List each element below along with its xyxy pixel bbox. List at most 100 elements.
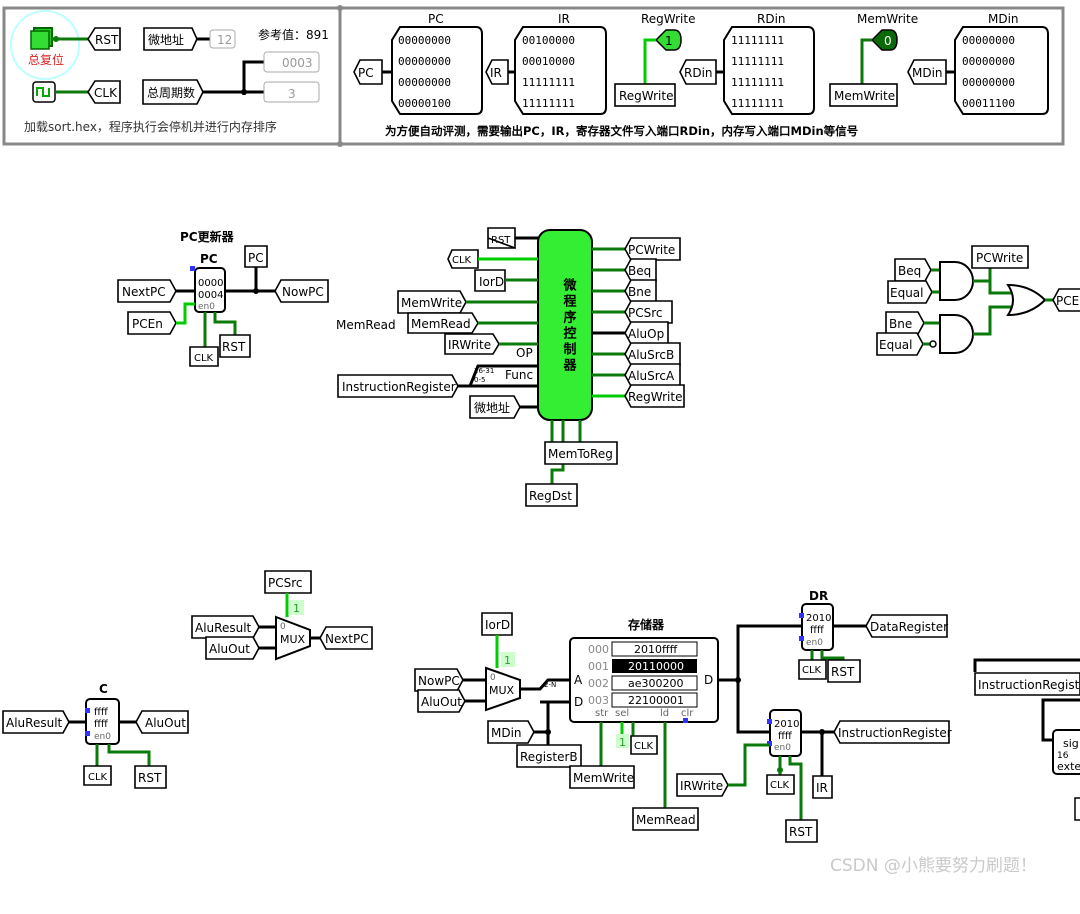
cycle-dec-value: 3 [288,87,296,101]
svg-text:RST: RST [491,235,511,246]
svg-text:00100000: 00100000 [522,34,575,47]
ctrl-rst-tag: RST [487,227,516,250]
nowpc-tag-mem: NowPC [414,668,464,692]
svg-text:001: 001 [588,660,609,673]
iord-tag-mem: IorD [481,612,513,636]
svg-text:0004: 0004 [198,290,223,301]
nextpc-tag: NextPC [117,279,177,303]
pc-output-probe [391,26,483,115]
reference-value: 参考值：891 [258,27,329,42]
cycle-hex-probe [263,51,320,73]
pc-tag-out: PC [353,59,383,85]
svg-text:DataRegister: DataRegister [870,620,948,634]
svg-text:PCWrite: PCWrite [976,251,1023,265]
svg-text:0: 0 [280,622,286,632]
svg-text:IorD: IorD [485,618,510,632]
controller-label: 微程序控制器 [561,277,578,374]
memread-tag-mem: MemRead [632,807,699,831]
ir-output-title: IR [558,12,570,26]
mdin-tag-out: MDin [907,59,947,85]
svg-text:sig: sig [1063,737,1079,750]
svg-text:总周期数: 总周期数 [147,85,195,100]
svg-text:IRWrite: IRWrite [448,338,491,352]
svg-text:AluResult: AluResult [6,716,63,730]
aluout-tag-mem: AluOut [417,689,466,713]
memory-addr-mux [485,666,521,712]
svg-text:000: 000 [588,643,609,656]
svg-text:MDin: MDin [491,726,522,740]
branch-logic: Beq Equal Bne Equal PCWrite PCE [876,245,1080,356]
memread-floating-label: MemRead [336,318,396,332]
nextpc-tag-mux: NextPC [319,626,373,650]
svg-text:PC: PC [358,66,374,80]
right-edge-components: InstructionRegister sig 16 exte [973,658,1080,821]
svg-text:2010: 2010 [774,719,799,730]
pc-tag-updater: PC [244,245,268,268]
regwrite-output-title: RegWrite [641,12,695,26]
reset-button[interactable] [30,27,53,50]
aluresult-tag-c: AluResult [2,710,70,734]
svg-text:str: str [595,708,609,719]
svg-text:22100001: 22100001 [628,694,684,707]
c-register-title: C [99,682,108,696]
svg-text:CLK: CLK [802,665,822,676]
svg-text:微地址: 微地址 [148,33,184,47]
reset-label: 总复位 [28,52,64,67]
svg-text:sel: sel [615,708,629,719]
clock-button[interactable] [32,81,56,103]
svg-text:InstructionRegister: InstructionRegister [978,678,1080,692]
regdst-tag: RegDst [525,483,578,507]
svg-text:ffff: ffff [94,707,109,718]
svg-text:11111111: 11111111 [522,97,575,110]
memory-title: 存储器 [627,617,665,632]
svg-text:RST: RST [789,825,813,839]
svg-text:00000100: 00000100 [398,97,451,110]
memwrite-led [870,29,898,51]
memwrite-value: 0 [884,34,892,48]
dr-register-title: DR [809,589,828,603]
micro-program-controller [537,229,593,421]
svg-text:MemToReg: MemToReg [548,447,613,461]
split-bot-label: 0-5 [474,376,485,384]
ir-tag-reg: IR [812,775,833,799]
svg-text:IR: IR [490,66,502,80]
nowpc-tag: NowPC [274,279,329,303]
svg-text:MemWrite: MemWrite [573,771,634,785]
svg-text:2010ffff: 2010ffff [634,643,678,656]
svg-text:en0: en0 [774,743,791,753]
svg-text:InstructionRegister: InstructionRegister [838,726,952,740]
svg-text:NowPC: NowPC [282,285,324,299]
svg-text:AluSrcB: AluSrcB [628,348,674,362]
svg-text:微地址: 微地址 [474,401,510,415]
rst-tag-dr: RST [827,659,861,683]
svg-text:00000000: 00000000 [962,55,1015,68]
svg-text:PCSrc: PCSrc [628,306,663,320]
svg-text:en0: en0 [94,732,111,742]
ctrl-memwrite-tag: MemWrite [397,290,467,314]
svg-text:MUX: MUX [280,633,306,646]
svg-text:11111111: 11111111 [731,55,784,68]
rdin-output-title: RDin [757,12,786,26]
pc-mux [275,615,311,661]
aluout-tag-mux: AluOut [205,636,260,660]
svg-text:Beq: Beq [898,264,921,278]
svg-text:Beq: Beq [628,264,651,278]
svg-text:RST: RST [95,33,119,47]
svg-text:RST: RST [222,340,246,354]
svg-text:MemRead: MemRead [411,317,471,331]
svg-text:0: 0 [490,673,496,683]
svg-text:IRWrite: IRWrite [680,779,723,793]
pc-register-label: PC [200,252,218,266]
rdin-tag-out: RDin [679,59,717,85]
svg-text:AluOut: AluOut [209,642,250,656]
svg-text:PCEn: PCEn [132,317,163,331]
svg-text:00000000: 00000000 [962,76,1015,89]
svg-text:RegisterB: RegisterB [520,750,578,764]
svg-text:MDin: MDin [912,66,943,80]
registerb-tag: RegisterB [516,744,582,768]
memwrite-tag-mem: MemWrite [569,765,635,789]
svg-text:ffff: ffff [94,719,109,730]
svg-text:Bne: Bne [889,317,912,331]
ctrl-irwrite-tag: IRWrite [444,333,500,355]
